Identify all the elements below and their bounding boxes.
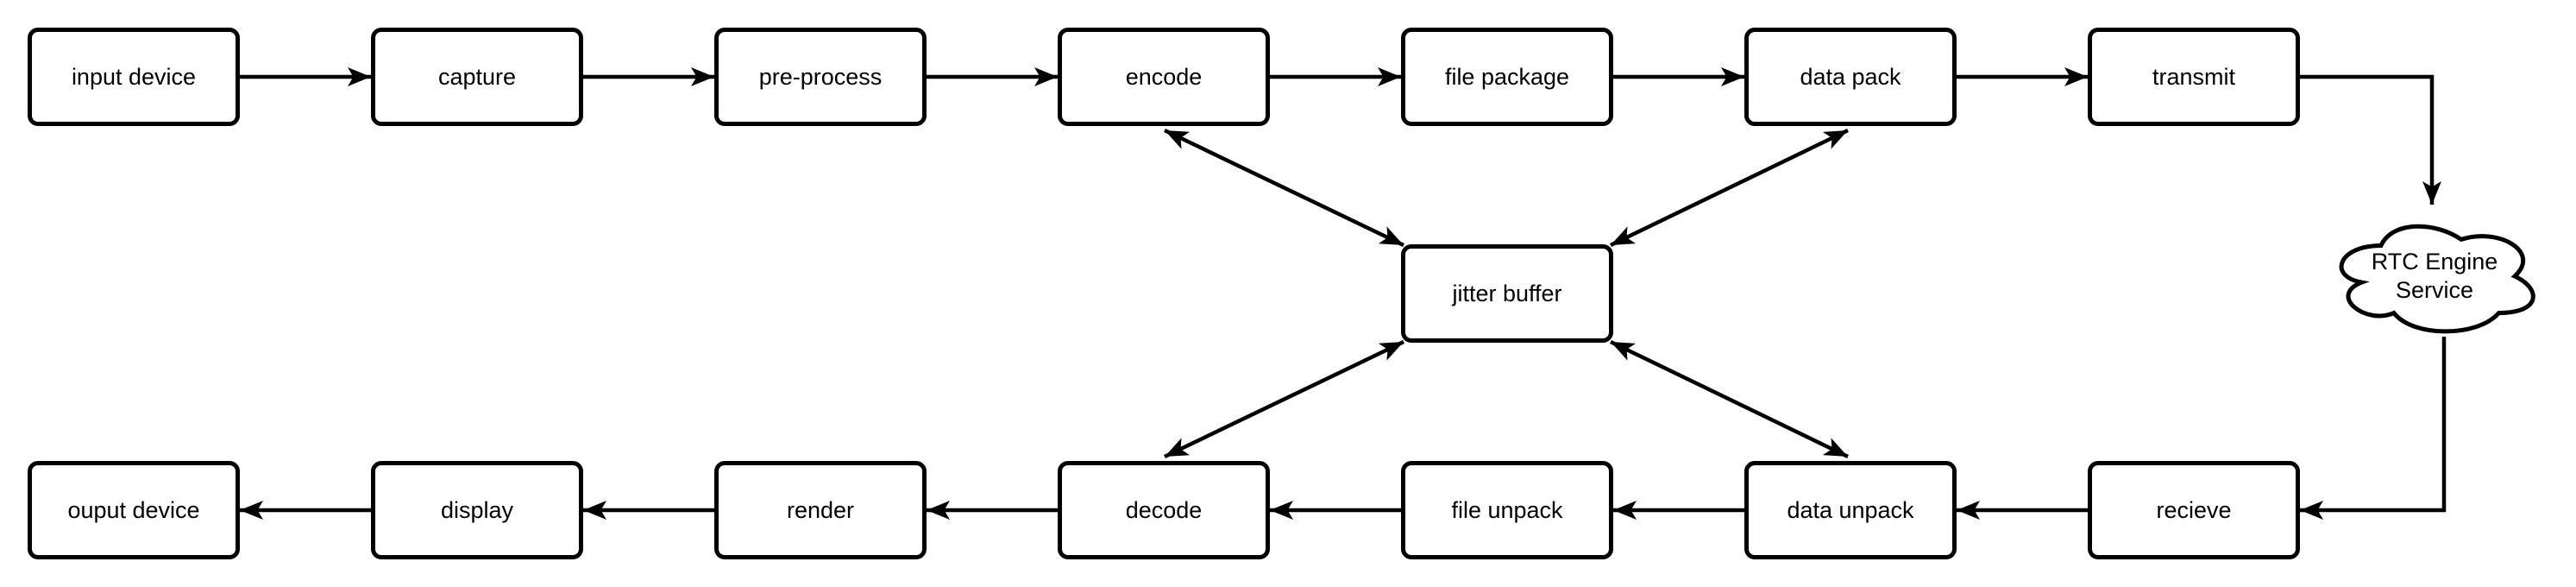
node-transmit: transmit — [2088, 28, 2300, 126]
node-label: transmit — [2152, 63, 2236, 90]
node-label: data unpack — [1787, 496, 1914, 523]
node-file-unpack: file unpack — [1401, 461, 1613, 559]
node-label: display — [440, 496, 514, 523]
node-rtc-engine-service: RTC Engine Service — [2328, 215, 2541, 338]
node-render: render — [714, 461, 927, 559]
cloud-shape — [2339, 224, 2535, 334]
node-label: input device — [71, 63, 197, 90]
node-pre-process: pre-process — [714, 28, 927, 126]
cloud-label-line2: Service — [2395, 277, 2474, 303]
node-label: decode — [1125, 496, 1203, 523]
node-encode: encode — [1058, 28, 1270, 126]
node-capture: capture — [371, 28, 583, 126]
node-label: data pack — [1800, 63, 1901, 90]
node-label: file package — [1444, 63, 1570, 90]
node-data-pack: data pack — [1744, 28, 1957, 126]
edge-transmit-rtc-engine-service — [2300, 74, 2441, 205]
node-ouput-device: ouput device — [28, 461, 240, 559]
node-input-device: input device — [28, 28, 240, 126]
node-jitter-buffer: jitter buffer — [1401, 244, 1613, 343]
node-label: recieve — [2156, 496, 2232, 523]
node-data-unpack: data unpack — [1744, 461, 1957, 559]
node-decode: decode — [1058, 461, 1270, 559]
node-label: ouput device — [67, 496, 200, 523]
node-label: jitter buffer — [1452, 280, 1562, 306]
edge-data-unpack-jitter-buffer — [1610, 339, 1849, 459]
node-label: capture — [437, 63, 517, 90]
cloud-label-line1: RTC Engine — [2371, 249, 2498, 275]
node-label: pre-process — [758, 63, 883, 90]
edge-decode-jitter-buffer — [1164, 339, 1404, 459]
node-label: file unpack — [1451, 496, 1563, 523]
node-display: display — [371, 461, 583, 559]
node-label: render — [786, 496, 855, 523]
edge-data-pack-jitter-buffer — [1610, 128, 1849, 248]
edge-rtc-engine-service-recieve — [2300, 337, 2447, 520]
node-file-package: file package — [1401, 28, 1613, 126]
edge-encode-jitter-buffer — [1164, 128, 1404, 248]
node-recieve: recieve — [2088, 461, 2300, 559]
node-label: encode — [1125, 63, 1203, 90]
